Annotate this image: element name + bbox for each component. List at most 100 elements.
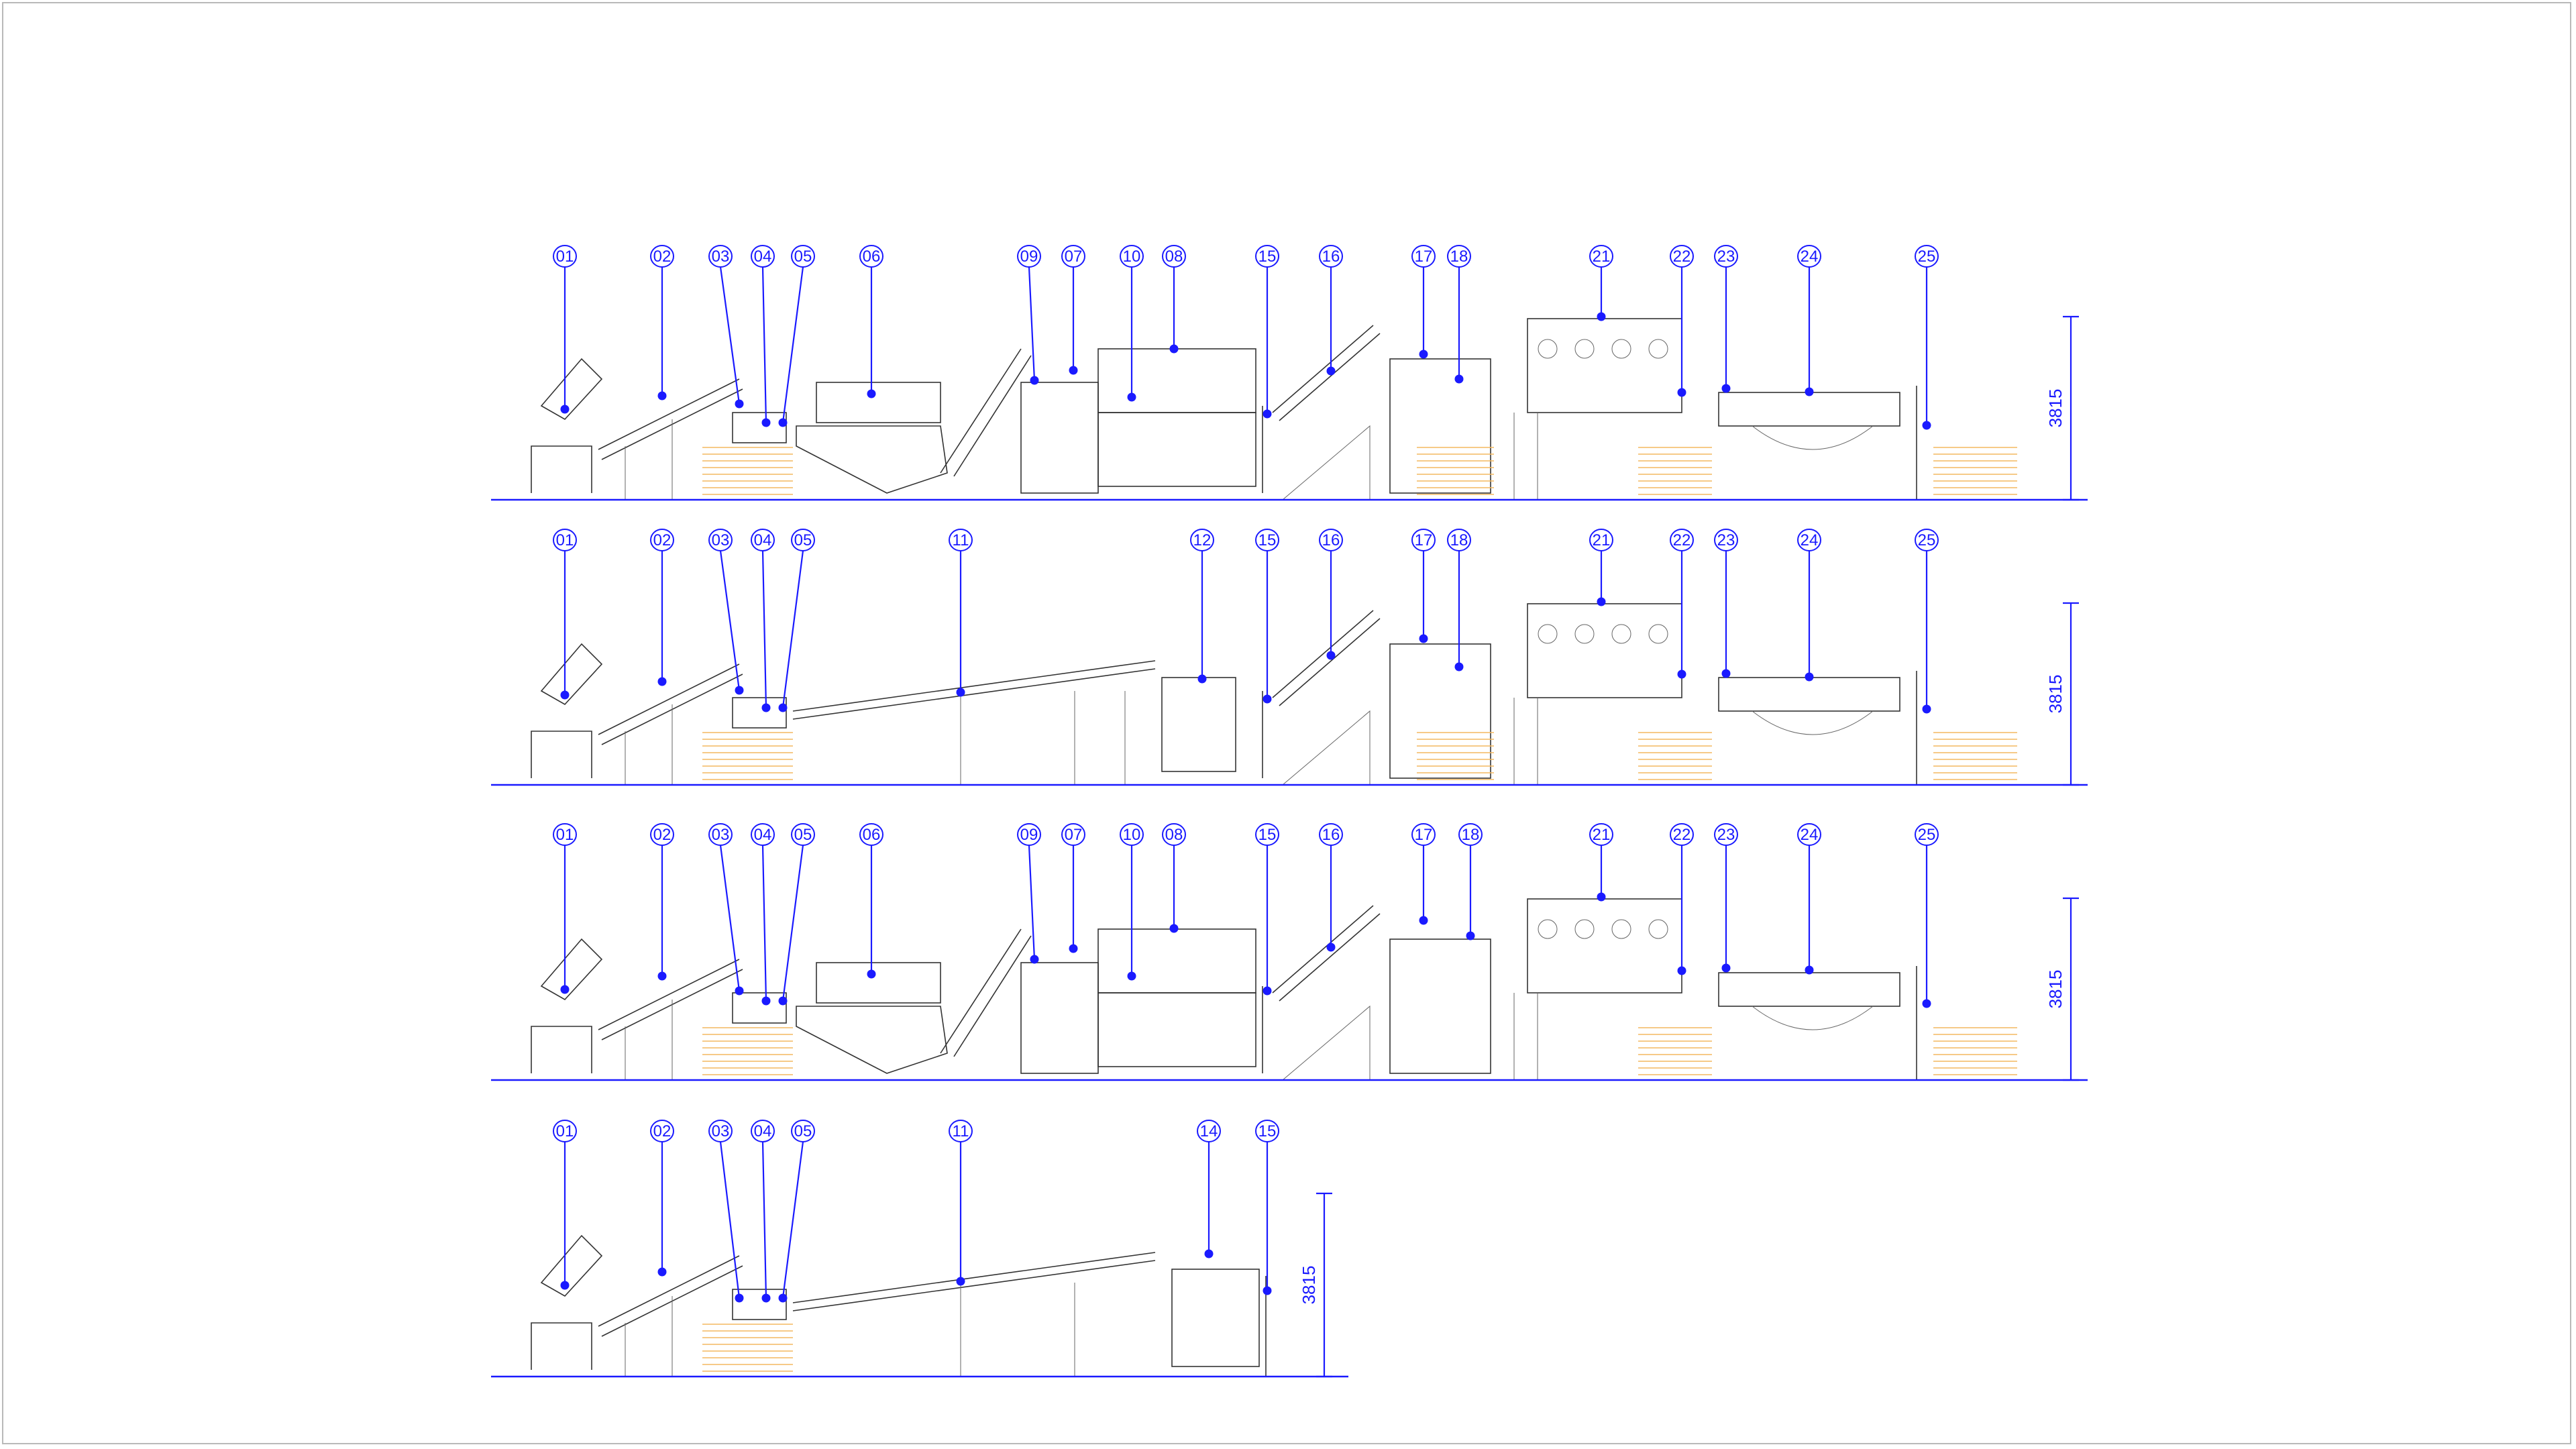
leader-dot [1169,344,1179,354]
item-label: 21 [1589,823,1613,902]
leader-dot [1127,392,1136,402]
label-number: 11 [953,531,969,549]
leader-dot [1419,350,1428,359]
label-bubble [708,1120,733,1142]
label-number: 23 [1717,826,1735,844]
label-number: 03 [712,531,730,549]
label-number: 04 [754,248,772,266]
item-label: 18 [1447,529,1471,672]
label-bubble [1915,529,1939,551]
leader-dot [1326,943,1336,952]
height-dimension: 3815 [2045,897,2079,1081]
item-label: 02 [650,245,674,400]
leader-line [782,845,804,1002]
label-number: 08 [1165,826,1183,844]
leader-dot [1030,955,1039,964]
height-dimension: 3815 [1299,1192,1332,1378]
leader-dot [778,996,788,1006]
leader-dot [867,389,876,398]
item-label: 25 [1915,529,1939,714]
dimension-value: 3815 [2045,675,2065,714]
label-number: 10 [1123,248,1141,266]
label-number: 23 [1717,248,1735,266]
leader-dot [1805,965,1814,975]
label-bubble [1319,529,1343,551]
item-label: 25 [1915,245,1939,430]
leader-dot [735,399,744,409]
label-number: 24 [1801,826,1819,844]
leader-dot [1197,674,1207,684]
leader-dot [657,971,667,981]
label-number: 01 [556,826,574,844]
leader-dot [867,969,876,979]
label-bubble [1447,245,1471,268]
leader-dot [1454,662,1464,672]
item-label: 05 [778,529,815,712]
leader-line [761,266,767,423]
label-bubble [1190,529,1214,551]
line-3-machinery [531,898,2017,1081]
label-number: 08 [1165,248,1183,266]
label-number: 22 [1673,531,1691,549]
leader-dot [1127,971,1136,981]
label-number: 07 [1065,248,1083,266]
label-number: 16 [1322,826,1340,844]
item-label: 23 [1714,529,1738,678]
item-label: 21 [1589,245,1613,321]
leader-line [719,845,741,991]
height-dimension: 3815 [2045,315,2079,501]
item-label: 11 [949,1120,973,1286]
line-1-machinery [531,318,2017,500]
label-bubble [1447,529,1471,551]
label-number: 07 [1065,826,1083,844]
label-number: 02 [653,826,672,844]
label-bubble [650,823,674,846]
label-bubble [553,529,577,551]
height-dimension: 3815 [2045,602,2079,786]
item-label: 23 [1714,245,1738,393]
leader-dot [1466,931,1475,941]
label-number: 11 [953,1122,969,1140]
leader-dot [778,703,788,712]
item-label: 23 [1714,823,1738,973]
leader-dot [1454,374,1464,384]
label-bubble [1255,823,1279,846]
leader-dot [1597,892,1606,902]
line-2-machinery [531,603,2017,786]
item-label: 16 [1319,823,1343,952]
label-bubble [751,823,775,846]
leader-dot [560,985,570,994]
leader-dot [1922,704,1931,714]
item-label: 03 [708,823,744,996]
item-label: 18 [1458,823,1483,941]
label-number: 03 [712,248,730,266]
label-bubble [1061,823,1085,846]
item-label: 03 [708,1120,744,1303]
leader-dot [1922,999,1931,1008]
label-bubble [1797,823,1821,846]
label-number: 22 [1673,826,1691,844]
leader-dot [1326,366,1336,376]
leader-dot [1419,916,1428,925]
leader-dot [1597,597,1606,606]
item-label: 17 [1411,529,1436,643]
label-bubble [751,1120,775,1142]
item-label: 08 [1162,245,1186,354]
label-bubble [650,1120,674,1142]
leader-line [719,1141,741,1299]
label-bubble [1797,529,1821,551]
item-label: 15 [1255,823,1279,996]
item-label: 18 [1447,245,1471,384]
dimension-value: 3815 [2045,970,2065,1009]
label-bubble [1670,245,1694,268]
label-bubble [1589,245,1613,268]
label-bubble [1589,823,1613,846]
leader-dot [1677,669,1686,679]
leader-dot [1721,384,1731,393]
item-label: 24 [1797,823,1821,975]
item-label: 01 [553,529,577,700]
label-bubble [1670,823,1694,846]
